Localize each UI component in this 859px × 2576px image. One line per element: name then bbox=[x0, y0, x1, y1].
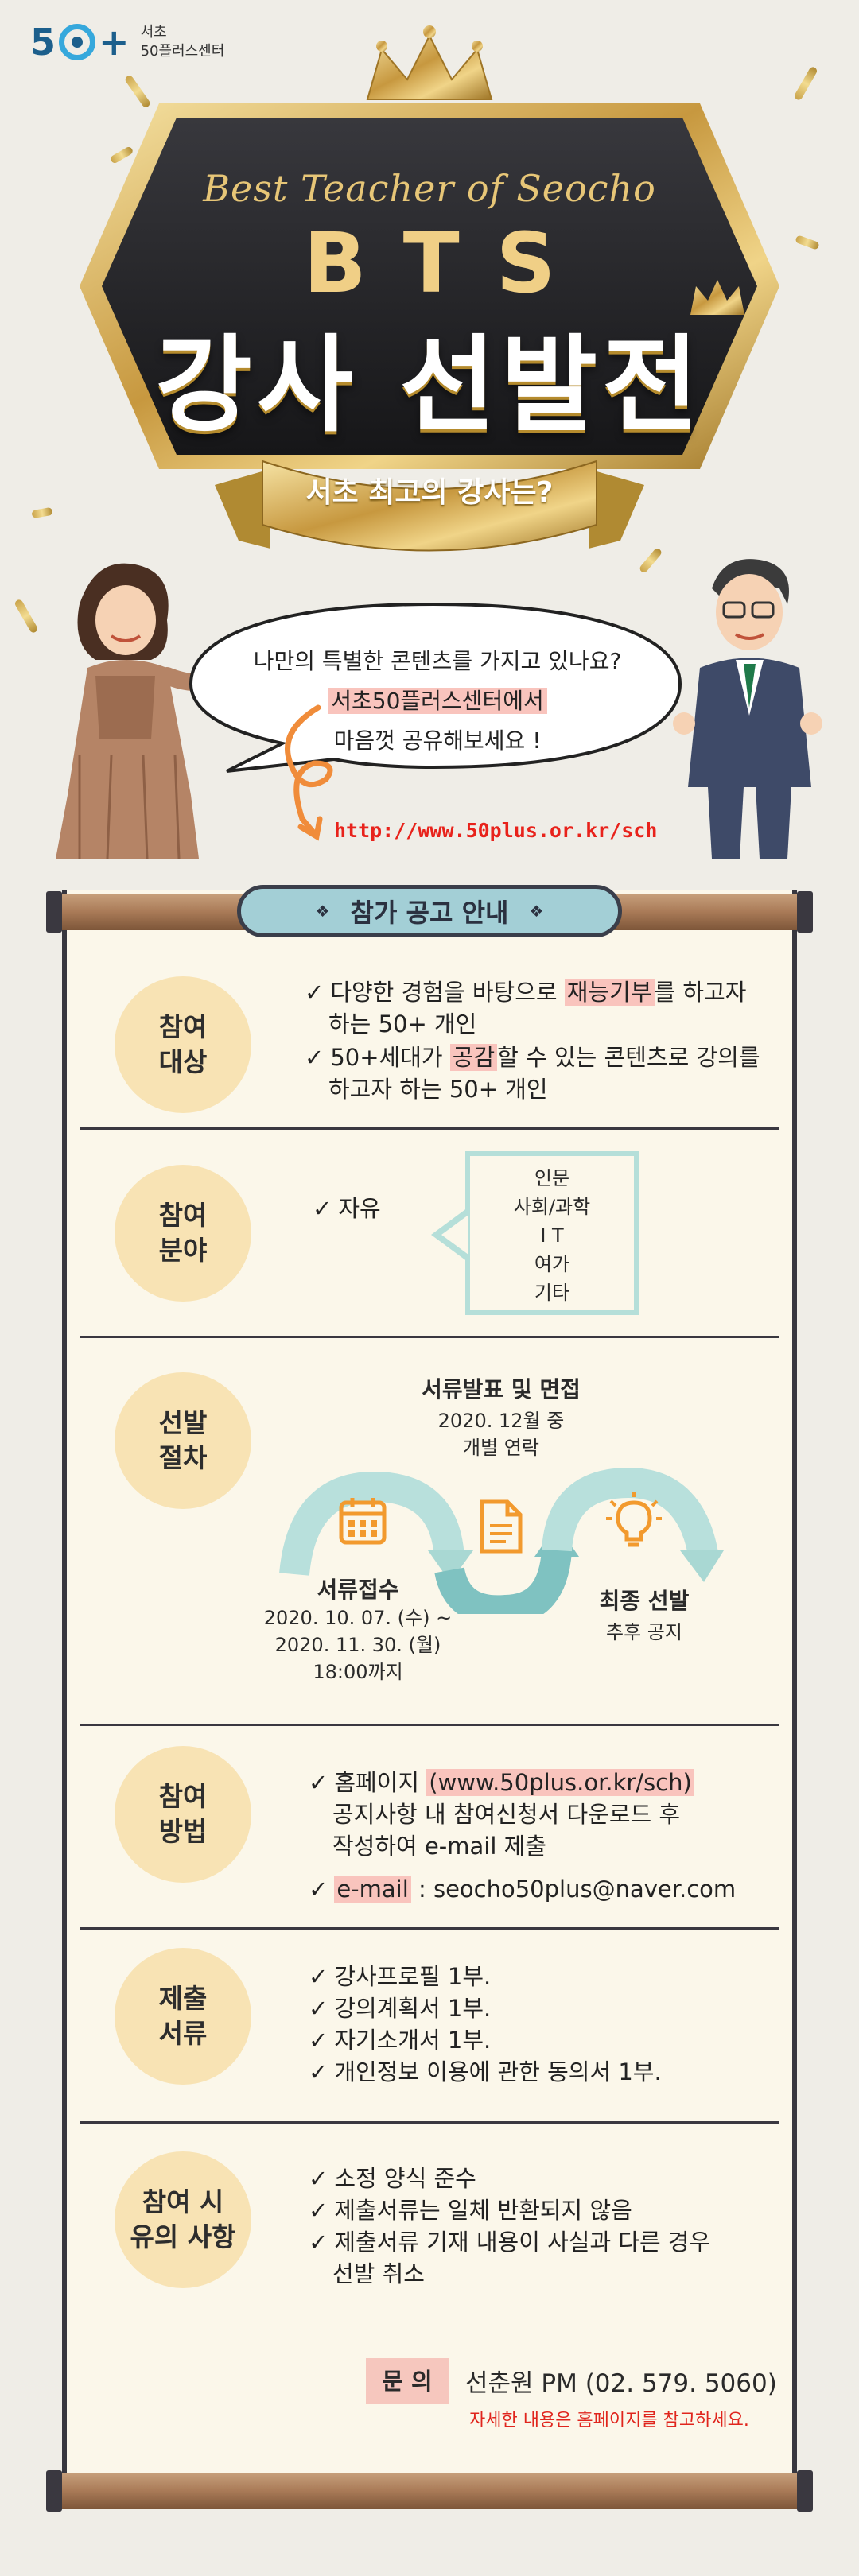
notes-item-cont: 선발 취소 bbox=[332, 2260, 425, 2287]
field-options-box: 인문 사회/과학 I T 여가 기타 bbox=[465, 1151, 639, 1315]
field-callout-arrow-inner bbox=[441, 1215, 468, 1255]
hero-bts: BTS bbox=[303, 215, 593, 312]
notes-list: ✓소정 양식 준수 ✓제출서류는 일체 반환되지 않음 ✓제출서류 기재 내용이… bbox=[309, 2163, 710, 2290]
section-label-field: 참여 분야 bbox=[115, 1165, 251, 1302]
scroll-cap bbox=[797, 891, 813, 933]
scroll-cap bbox=[797, 2470, 813, 2512]
notes-item: ✓소정 양식 준수 bbox=[309, 2165, 476, 2192]
notice-title: 참가 공고 안내 bbox=[350, 898, 509, 928]
decoration-icon: ❖ bbox=[315, 902, 330, 921]
docs-item: ✓강사프로필 1부. bbox=[309, 1963, 492, 1990]
notes-item: ✓제출서류는 일체 반환되지 않음 bbox=[309, 2197, 632, 2224]
field-option: I T bbox=[540, 1224, 564, 1247]
logo-text: 서초 50플러스센터 bbox=[140, 24, 225, 60]
notice-title-pill: ❖ 참가 공고 안내 ❖ bbox=[237, 885, 622, 937]
field-option: 사회/과학 bbox=[513, 1196, 591, 1218]
field-option: 인문 bbox=[534, 1167, 570, 1189]
section-divider bbox=[80, 1724, 779, 1726]
bubble-line-1: 나만의 특별한 콘텐츠를 가지고 있나요? bbox=[253, 648, 622, 674]
field-free: ✓자유 bbox=[313, 1195, 381, 1222]
decoration-icon: ❖ bbox=[529, 902, 544, 921]
section-divider bbox=[80, 1336, 779, 1338]
scroll-cap bbox=[46, 891, 62, 933]
ribbon-banner bbox=[215, 460, 644, 552]
step-3-title: 최종 선발 bbox=[599, 1588, 690, 1614]
hero-subtitle: Best Teacher of Seocho bbox=[203, 167, 656, 210]
hero-emblem bbox=[80, 25, 779, 552]
bubble-line-2: 서초50플러스센터에서 bbox=[239, 684, 636, 716]
bubble-line-3: 마음껏 공유해보세요 ! bbox=[333, 727, 542, 754]
field-option: 여가 bbox=[534, 1253, 570, 1275]
lightbulb-icon bbox=[606, 1492, 662, 1547]
docs-item: ✓강의계획서 1부. bbox=[309, 1995, 492, 2022]
center-logo: 5 + 서초 50플러스센터 bbox=[30, 21, 224, 64]
logo-ring-icon bbox=[59, 24, 96, 60]
document-icon bbox=[480, 1499, 523, 1554]
docs-item: ✓자기소개서 1부. bbox=[309, 2027, 492, 2054]
contact-text: 선춘원 PM (02. 579. 5060) bbox=[465, 2369, 777, 2398]
docs-item: ✓개인정보 이용에 관한 동의서 1부. bbox=[309, 2058, 662, 2085]
method-item-2: ✓e-mail : seocho50plus@naver.com bbox=[309, 1876, 737, 1903]
step-2-date: 2020. 12월 중 bbox=[437, 1410, 565, 1432]
curly-arrow-icon bbox=[285, 704, 333, 841]
step-3-note: 추후 공지 bbox=[606, 1621, 682, 1643]
field-option: 기타 bbox=[534, 1282, 570, 1304]
step-1-date-end: 2020. 11. 30. (월) bbox=[274, 1634, 441, 1656]
step-2-title: 서류발표 및 면접 bbox=[422, 1376, 581, 1402]
website-link[interactable]: http://www.50plus.or.kr/sch bbox=[334, 819, 658, 842]
scroll-rod-bottom bbox=[56, 2473, 803, 2509]
contact-badge: 문 의 bbox=[366, 2358, 449, 2404]
step-1-deadline: 18:00까지 bbox=[313, 1661, 403, 1683]
step-1-date-start: 2020. 10. 07. (수) ~ bbox=[263, 1607, 453, 1629]
calendar-icon bbox=[339, 1498, 387, 1545]
ribbon-text: 서초 최고의 강사는? bbox=[305, 476, 554, 509]
process-flow-arrows bbox=[279, 1467, 724, 1614]
logo-mark: 5 + bbox=[30, 21, 130, 64]
section-label-docs: 제출 서류 bbox=[115, 1948, 251, 2085]
section-divider bbox=[80, 2121, 779, 2124]
man-character-illustration bbox=[673, 559, 822, 859]
section-label-notes: 참여 시 유의 사항 bbox=[115, 2151, 251, 2288]
section-divider bbox=[80, 1927, 779, 1930]
docs-list: ✓강사프로필 1부. ✓강의계획서 1부. ✓자기소개서 1부. ✓개인정보 이… bbox=[309, 1961, 662, 2088]
section-divider bbox=[80, 1127, 779, 1130]
section-label-method: 참여 방법 bbox=[115, 1746, 251, 1883]
section-label-process: 선발 절차 bbox=[115, 1372, 251, 1509]
section-label-target: 참여 대상 bbox=[115, 976, 251, 1113]
notes-item: ✓제출서류 기재 내용이 사실과 다른 경우 bbox=[309, 2229, 711, 2256]
step-1-title: 서류접수 bbox=[317, 1577, 399, 1603]
scroll-cap bbox=[46, 2470, 62, 2512]
step-2-note: 개별 연락 bbox=[463, 1437, 539, 1459]
hero-title: 강사 선발전 bbox=[155, 324, 704, 447]
method-item-1: ✓홈페이지 (www.50plus.or.kr/sch) 공지사항 내 참여신청… bbox=[309, 1767, 694, 1862]
small-crown-icon bbox=[690, 280, 744, 315]
crown-icon bbox=[366, 25, 493, 100]
contact-note: 자세한 내용은 홈페이지를 참고하세요. bbox=[469, 2411, 749, 2431]
